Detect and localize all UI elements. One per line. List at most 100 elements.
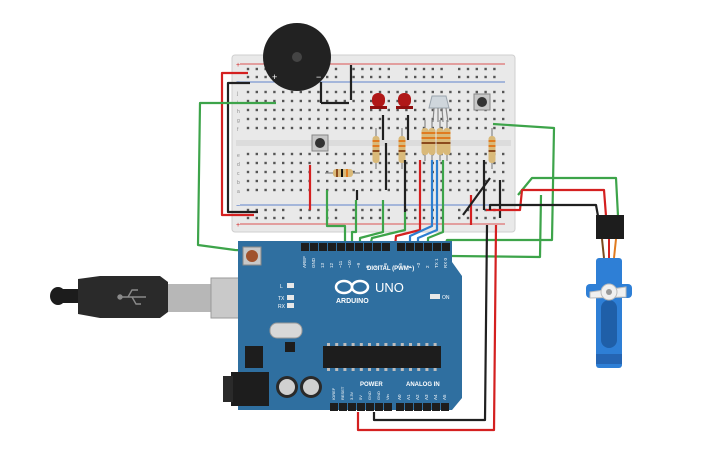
resistor-vertical[interactable] [436,120,444,161]
power-pin[interactable] [339,403,347,411]
resistor-vertical[interactable] [398,128,406,169]
power-pin[interactable] [348,403,356,411]
pushbutton-2[interactable] [311,134,329,152]
analog-pin[interactable] [405,403,413,411]
power-pin-label: Vin [385,394,390,400]
analog-pin-label: A1 [406,394,411,400]
digital-pin-label: 12 [329,262,334,268]
resistor-vertical[interactable] [488,128,496,169]
servo-motor[interactable] [586,215,632,368]
svg-text:b: b [237,180,240,186]
analog-pin[interactable] [414,403,422,411]
servo-horn[interactable] [589,283,627,301]
reset-button[interactable] [242,246,262,266]
led-tx-indicator [287,295,294,300]
digital-pin-label: 8 [365,265,370,268]
resistor-vertical[interactable] [443,120,451,161]
piezo-buzzer[interactable]: + − [263,23,331,91]
digital-pin[interactable] [319,243,327,251]
digital-label: DIGITAL (PWM~) [367,266,414,272]
svg-text:h: h [237,109,240,115]
power-label: POWER [360,382,383,388]
digital-pin[interactable] [442,243,450,251]
led-rx-label: RX [278,304,286,310]
microcontroller-chip [323,346,441,368]
rail-minus-bottom: − [236,203,240,210]
analog-pin-label: A2 [415,394,420,400]
power-pin-label: 3.3V [349,391,354,400]
digital-pin[interactable] [406,243,414,251]
analog-pin[interactable] [396,403,404,411]
digital-pin[interactable] [433,243,441,251]
buzzer-plus-label: + [272,72,277,82]
power-pin[interactable] [357,403,365,411]
chip-legs [327,343,437,371]
digital-pin-label: ~9 [356,262,361,268]
analog-pin[interactable] [423,403,431,411]
power-pin[interactable] [375,403,383,411]
analog-pin[interactable] [432,403,440,411]
digital-pin[interactable] [415,243,423,251]
rail-plus-bottom: + [236,222,240,229]
analog-pin-label: A4 [433,394,438,400]
power-header [330,403,392,411]
row-letters-bottom: e d c b a [237,153,240,195]
digital-pin-label: 13 [320,262,325,268]
digital-header [301,243,450,251]
resistor-vertical[interactable] [372,128,380,169]
digital-pin[interactable] [382,243,390,251]
power-jack [231,372,269,406]
digital-pin-label: RX 0 [443,257,448,268]
digital-pin[interactable] [301,243,309,251]
rgb-led[interactable] [428,95,450,123]
power-pin[interactable] [366,403,374,411]
power-pin-label: IOREF [331,387,336,400]
digital-pin-label: ~6 [383,262,388,268]
analog-header [396,403,449,411]
resistor-vertical[interactable] [428,120,436,161]
rail-plus-top: + [236,62,240,69]
led-l-indicator [287,283,294,288]
digital-pin[interactable] [364,243,372,251]
on-label: ON [442,295,450,301]
digital-pin-label: 4 [407,265,412,268]
analog-label: ANALOG IN [406,382,440,388]
small-ic [285,342,295,352]
digital-pin[interactable] [328,243,336,251]
led-red-1[interactable] [370,93,387,109]
digital-pin[interactable] [310,243,318,251]
digital-pin[interactable] [424,243,432,251]
svg-text:e: e [237,153,240,159]
breadboard-jumpers [308,65,502,225]
led-on-indicator [430,294,440,299]
arduino-logo [334,279,370,295]
voltage-regulator [245,346,263,368]
power-pin-label: RESET [340,386,345,400]
resistor-horizontal[interactable] [325,169,360,177]
led-red-2[interactable] [396,93,413,109]
analog-pin[interactable] [441,403,449,411]
svg-text:g: g [237,118,240,124]
digital-pin-label: GND [311,257,316,268]
digital-pin-label: ~10 [347,260,352,268]
digital-pin-label: 2 [425,265,430,268]
analog-pin-label: A0 [397,394,402,400]
digital-pin-label: ~11 [338,260,343,268]
power-pin[interactable] [330,403,338,411]
power-pin[interactable] [384,403,392,411]
led-rx-indicator [287,303,294,308]
svg-text:j: j [236,91,238,97]
digital-pin[interactable] [337,243,345,251]
digital-pin[interactable] [355,243,363,251]
digital-pin-label: AREF [302,256,307,268]
digital-pin[interactable] [373,243,381,251]
resistor-vertical[interactable] [421,120,429,161]
svg-text:f: f [237,127,239,133]
pushbutton-1[interactable] [473,93,491,111]
digital-pin[interactable] [397,243,405,251]
digital-pin[interactable] [346,243,354,251]
power-pin-label: GND [376,391,381,400]
